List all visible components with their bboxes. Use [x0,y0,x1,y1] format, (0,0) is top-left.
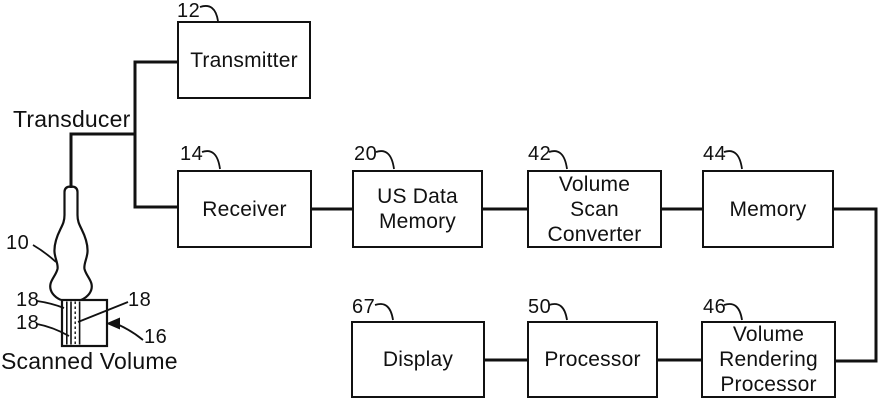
box-transmitter-label: Transmitter [190,48,298,72]
ref-numeral-volume-scan-converter: 42 [528,143,552,165]
ref-numeral-scanned-volume: 16 [144,326,168,348]
box-receiver: Receiver [177,170,312,248]
leader-ref-18-right [77,301,129,323]
leader-ref-16 [118,324,144,341]
box-volume-rendering-processor: Volume Rendering Processor [701,321,836,398]
box-volume-scan-converter: Volume Scan Converter [527,170,662,248]
leader-ref-67 [374,303,394,321]
leader-ref-50 [548,303,568,321]
leader-ref-44 [723,150,743,170]
box-volume-scan-converter-label: Volume Scan Converter [547,172,642,246]
leader-ref-10 [32,244,57,263]
ref-numeral-us-data-memory: 20 [354,143,378,165]
ref-numeral-scan-plane-left-bottom: 18 [16,312,40,334]
connector-transducer-cable [69,132,136,188]
leader-ref-20 [375,150,395,170]
scanned-volume-caption: Scanned Volume [1,348,178,374]
box-processor: Processor [527,321,658,398]
box-us-data-memory: US Data Memory [352,170,483,248]
ref-numeral-display: 67 [352,296,376,318]
ref-numeral-volume-rendering-processor: 46 [703,296,727,318]
connector-memory-to-volume-rendering-processor [833,207,878,363]
transducer-probe-outline [49,185,93,302]
ref-numeral-scan-plane-right: 18 [128,289,152,311]
box-transmitter: Transmitter [177,21,311,99]
leader-ref-42 [548,150,568,170]
leader-ref-18-left-top [36,300,65,309]
ref-numeral-processor: 50 [528,296,552,318]
arrowhead-16 [106,317,120,330]
box-memory-label: Memory [729,197,807,221]
box-display-label: Display [382,348,454,371]
box-processor-label: Processor [544,348,641,371]
leader-ref-14 [201,150,221,170]
box-receiver-label: Receiver [202,197,287,221]
leader-ref-18-left-bottom [36,323,70,337]
box-display: Display [351,321,485,398]
ref-numeral-receiver: 14 [180,143,204,165]
ref-numeral-scan-plane-left-top: 18 [16,289,40,311]
box-volume-rendering-processor-label: Volume Rendering Processor [719,323,818,396]
leader-ref-12 [199,5,219,22]
box-us-data-memory-label: US Data Memory [377,185,458,233]
ref-numeral-transmitter: 12 [177,0,201,22]
ref-numeral-memory: 44 [703,143,727,165]
leader-ref-46 [723,303,743,321]
ref-numeral-probe: 10 [6,232,30,254]
scanned-volume-box [60,298,109,348]
transducer-caption: Transducer [13,106,131,132]
box-memory: Memory [702,170,834,248]
